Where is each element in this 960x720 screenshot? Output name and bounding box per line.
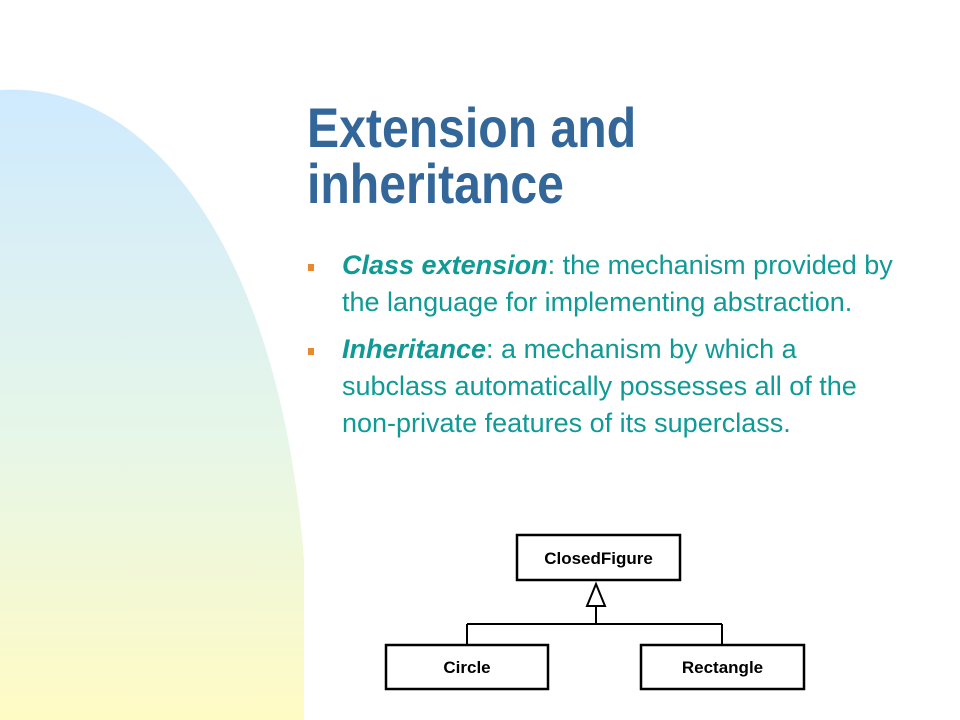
bullet-text: : the mechanism provided by the language… — [342, 250, 893, 317]
bullet-list: Class extension: the mechanism provided … — [306, 247, 906, 452]
subclass-label-circle: Circle — [443, 658, 490, 677]
bullet-term: Inheritance — [342, 334, 487, 364]
square-bullet-icon — [308, 264, 314, 271]
subclass-box-circle — [384, 643, 550, 691]
superclass-box — [515, 533, 682, 582]
slide-title: Extension and inheritance — [307, 100, 840, 212]
superclass-label: ClosedFigure — [544, 549, 653, 568]
subclass-label-rectangle: Rectangle — [682, 658, 763, 677]
subclass-box-rectangle — [639, 643, 806, 691]
bullet-item-class-extension: Class extension: the mechanism provided … — [306, 247, 906, 321]
bullet-item-inheritance: Inheritance: a mechanism by which a subc… — [306, 331, 906, 442]
bullet-text: : a mechanism by which a subclass automa… — [342, 334, 857, 438]
inheritance-arrow-icon — [585, 581, 607, 607]
uml-inheritance-diagram: ClosedFigure Circle Rectangle — [384, 533, 806, 691]
square-bullet-icon — [308, 348, 314, 355]
title-line-2: inheritance — [307, 152, 564, 215]
title-line-1: Extension and — [307, 96, 637, 159]
bullet-term: Class extension — [342, 250, 548, 280]
gradient-arc-shape — [0, 89, 304, 720]
